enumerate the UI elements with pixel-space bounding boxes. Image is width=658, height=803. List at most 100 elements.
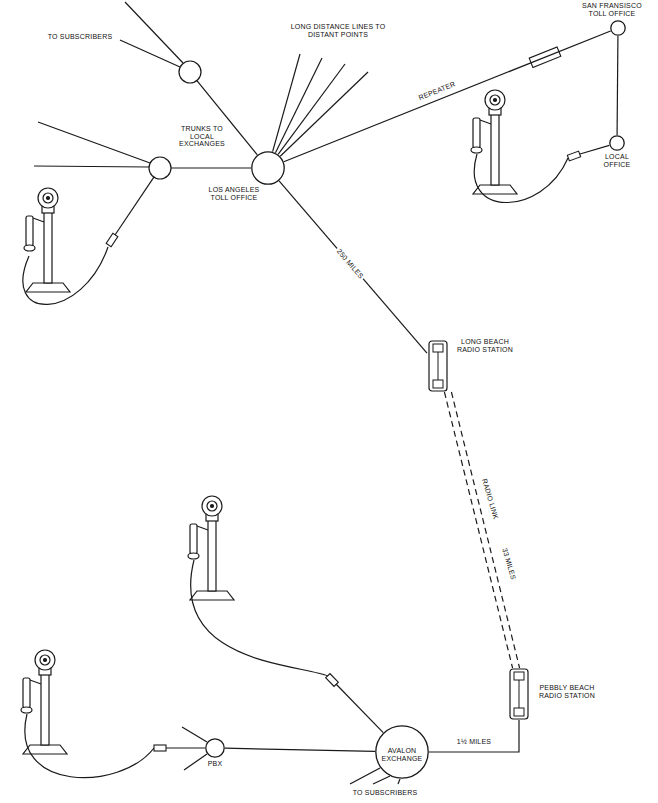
phone-receiver [26, 216, 33, 246]
phone-receiver [23, 678, 30, 708]
connector-label: 250 MILES [334, 246, 366, 282]
connector-group [284, 31, 611, 162]
phone-mouthpiece-hole [47, 197, 50, 200]
wire [115, 177, 154, 235]
connector-group [617, 36, 619, 135]
circle-outline [376, 726, 428, 778]
pbx-circle: PBX [205, 738, 225, 758]
phone-base [26, 283, 70, 292]
telephone-figure [471, 90, 517, 194]
wire [350, 768, 380, 784]
tower-mast [438, 352, 439, 380]
tower-body [429, 341, 447, 391]
node-name: AVALON EXCHANGE [381, 747, 423, 762]
line-label: TO SUBSCRIBERS [46, 33, 115, 41]
phone-earpiece [471, 147, 482, 153]
connector [444, 392, 512, 668]
wire [580, 145, 609, 154]
phone-mouthpiece [485, 90, 505, 110]
connector [225, 748, 375, 751]
cord [191, 560, 328, 676]
phone-mouthpiece-inner [207, 501, 217, 511]
phone-mouthpiece-inner [40, 655, 50, 665]
node-caption: LONG BEACH RADIO STATION [455, 338, 515, 353]
exchange-circle: AVALON EXCHANGE [375, 725, 429, 779]
wire [125, 2, 183, 63]
connector-label: RADIO LINK [480, 476, 500, 522]
phone-receiver [473, 118, 480, 148]
line-label: LONG DISTANCE LINES TO DISTANT POINTS [286, 23, 390, 38]
phone-stem [208, 520, 216, 591]
wire [398, 779, 400, 784]
tower-body [510, 669, 528, 719]
phone-mouthpiece-inner [490, 95, 500, 105]
toll-office-circle: SAN FRANSISCO TOLL OFFICE [610, 20, 626, 36]
phone-earpiece [188, 553, 199, 559]
phone-hook [480, 120, 491, 124]
wire [38, 122, 150, 163]
wire [171, 167, 251, 168]
node-outline [205, 738, 225, 758]
telephone-figure [21, 650, 67, 754]
node-outline [251, 151, 285, 185]
long-distance-line [280, 72, 368, 156]
circle-outline [610, 136, 624, 150]
node-caption: SAN FRANSISCO TOLL OFFICE [577, 2, 647, 17]
connector-label: REPEATER [416, 79, 459, 102]
connector-group [444, 392, 519, 668]
node-outline [610, 20, 626, 36]
toll-office-circle: LOS ANGELES TOLL OFFICE [251, 151, 285, 185]
phone-hook [30, 680, 41, 684]
wire [182, 727, 207, 742]
cord-plug [154, 745, 166, 751]
circle-outline [252, 152, 284, 184]
phone-mouthpiece-hole [44, 659, 47, 662]
wire [34, 166, 149, 167]
long-distance-line [273, 54, 300, 152]
junction-circle [149, 157, 171, 179]
wire [120, 40, 180, 67]
wire [166, 747, 205, 748]
cord-plug [106, 233, 118, 246]
connector-label: 1½ MILES [455, 738, 493, 746]
cord [23, 247, 108, 304]
phone-stem [41, 674, 49, 745]
tower-top [514, 672, 524, 680]
telephone-figure [188, 496, 234, 600]
phone-hook [33, 218, 44, 222]
phone-hook [197, 526, 208, 530]
line-label: TO SUBSCRIBERS [351, 789, 420, 797]
node-outline [609, 135, 625, 151]
phone-stem [491, 114, 499, 185]
radio-station: PEBBLY BEACH RADIO STATION [508, 668, 530, 720]
circle-outline [611, 21, 625, 35]
tower-top [433, 344, 443, 352]
phone-mouthpiece-inner [43, 193, 53, 203]
connector-group [429, 720, 519, 752]
phone-mouthpiece-hole [494, 99, 497, 102]
phone-mouthpiece-hole [211, 505, 214, 508]
phone-mouthpiece [35, 650, 55, 670]
node-outline [508, 668, 530, 720]
node-outline [427, 340, 449, 392]
connector [616, 36, 618, 135]
circle-outline [206, 739, 224, 757]
connector [429, 720, 519, 752]
phone-receiver [190, 524, 197, 554]
connector-group [225, 748, 375, 751]
cord [25, 714, 154, 778]
local-office-circle: LOCAL OFFICE [609, 135, 625, 151]
connector [279, 181, 427, 353]
radio-link-line [451, 392, 519, 668]
tower-bottom [433, 380, 443, 388]
line-label: TRUNKS TO LOCAL EXCHANGES [176, 125, 228, 148]
phone-earpiece [24, 245, 35, 251]
radio-station: LONG BEACH RADIO STATION [427, 340, 449, 392]
wire [373, 776, 390, 784]
tower-mast [519, 680, 520, 708]
cord [474, 154, 568, 203]
